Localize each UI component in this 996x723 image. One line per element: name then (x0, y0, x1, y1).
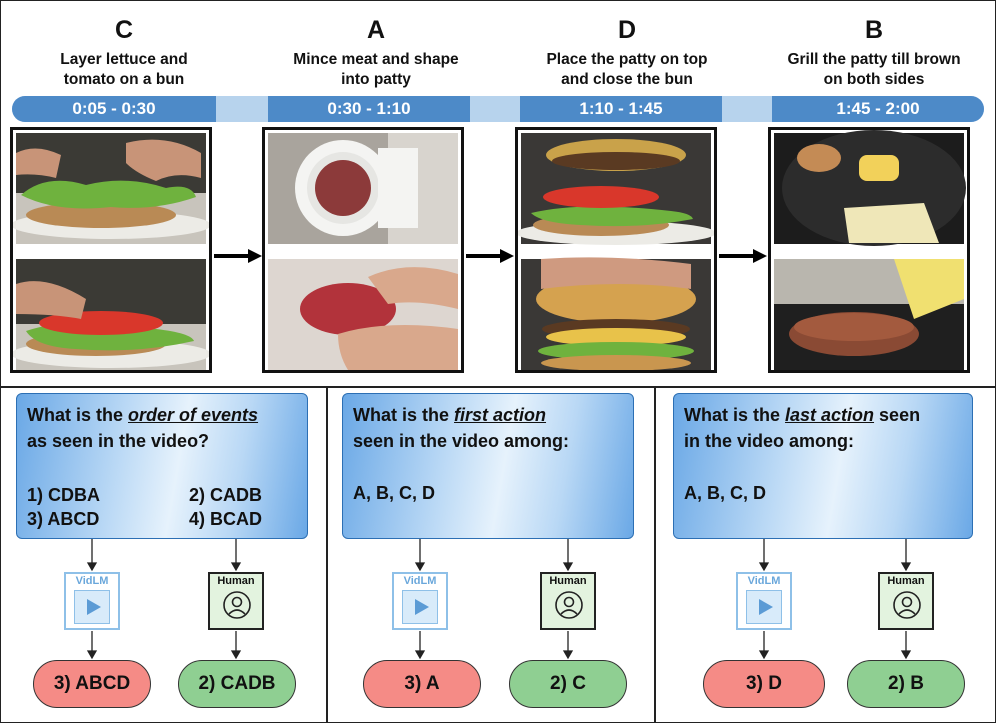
step-c-header: C Layer lettuce and tomato on a bun (14, 14, 234, 90)
lettuce-frame-image (13, 133, 209, 244)
human-answer: 2) C (509, 660, 627, 708)
vidlm-answer: 3) A (363, 660, 481, 708)
patty-shaping-frame-image (268, 259, 458, 370)
time-segment: 0:30 - 1:10 (268, 96, 470, 122)
question-text-line: as seen in the video? (27, 431, 210, 451)
desc-line: on both sides (823, 71, 925, 88)
question-text-line: in the video among: (684, 431, 855, 451)
vidlm-icon: VidLM (64, 572, 120, 630)
question-text: What is the last action seen (684, 405, 921, 425)
frames-step-b (768, 127, 970, 373)
time-segment: 0:05 - 0:30 (12, 96, 216, 122)
patty-top-frame-image (518, 133, 714, 245)
play-icon (74, 590, 110, 624)
desc-line: tomato on a bun (63, 71, 185, 88)
vidlm-answer: 3) ABCD (33, 660, 151, 708)
vidlm-answer: 3) D (703, 660, 825, 708)
frames-step-d (515, 127, 717, 373)
arrow-right-icon (719, 249, 767, 263)
step-letter: B (864, 16, 884, 44)
step-a-header: A Mince meat and shape into patty (266, 14, 486, 90)
human-label: Human (887, 575, 925, 587)
play-icon (402, 590, 438, 624)
time-segment: 1:10 - 1:45 (520, 96, 722, 122)
human-answer: 2) B (847, 660, 965, 708)
option: 4) BCAD (189, 509, 263, 529)
time-segment: 1:45 - 2:00 (772, 96, 984, 122)
frames-step-c (10, 127, 212, 373)
question-box-order: What is the order of events as seen in t… (16, 393, 308, 539)
question-box-last-action: What is the last action seen in the vide… (673, 393, 973, 539)
desc-line: into patty (341, 71, 411, 88)
question-box-first-action: What is the first action seen in the vid… (342, 393, 634, 539)
person-icon (223, 591, 251, 619)
vidlm-label: VidLM (747, 575, 781, 587)
desc-line: Layer lettuce and (60, 51, 188, 68)
question-text-line: seen in the video among: (353, 431, 570, 451)
option: 3) ABCD (27, 509, 100, 529)
step-letter: D (617, 16, 637, 44)
step-b-header: B Grill the patty till brown on both sid… (764, 14, 984, 90)
closing-bun-frame-image (521, 257, 711, 370)
column-divider (654, 387, 656, 723)
human-label: Human (217, 575, 255, 587)
play-icon (746, 590, 782, 624)
tomato-frame-image (13, 259, 209, 370)
step-letter: A (366, 16, 386, 44)
question-text: What is the first action (353, 405, 547, 425)
vidlm-icon: VidLM (392, 572, 448, 630)
mincer-frame-image (268, 133, 458, 244)
desc-line: Grill the patty till brown (787, 51, 961, 68)
vidlm-icon: VidLM (736, 572, 792, 630)
answer-choices: A, B, C, D (684, 483, 767, 503)
browning-frame-image (774, 259, 964, 370)
answer-choices: A, B, C, D (353, 483, 436, 503)
frames-step-a (262, 127, 464, 373)
step-letter: C (114, 16, 134, 44)
desc-line: Place the patty on top (546, 51, 708, 68)
human-icon: Human (878, 572, 934, 630)
step-description: Layer lettuce and tomato on a bun (14, 50, 234, 90)
step-description: Mince meat and shape into patty (266, 50, 486, 90)
desc-line: Mince meat and shape (293, 51, 459, 68)
grill-frame-image (774, 130, 966, 246)
person-icon (893, 591, 921, 619)
section-divider (0, 386, 996, 388)
person-icon (555, 591, 583, 619)
vidlm-label: VidLM (403, 575, 437, 587)
human-answer: 2) CADB (178, 660, 296, 708)
human-icon: Human (208, 572, 264, 630)
step-d-header: D Place the patty on top and close the b… (517, 14, 737, 90)
arrow-right-icon (214, 249, 262, 263)
option: 2) CADB (189, 485, 263, 505)
human-label: Human (549, 575, 587, 587)
step-description: Place the patty on top and close the bun (517, 50, 737, 90)
column-divider (326, 387, 328, 723)
vidlm-label: VidLM (75, 575, 109, 587)
arrow-right-icon (466, 249, 514, 263)
desc-line: and close the bun (561, 71, 693, 88)
question-text: What is the order of events (27, 405, 259, 425)
step-description: Grill the patty till brown on both sides (764, 50, 984, 90)
option: 1) CDBA (27, 485, 101, 505)
human-icon: Human (540, 572, 596, 630)
